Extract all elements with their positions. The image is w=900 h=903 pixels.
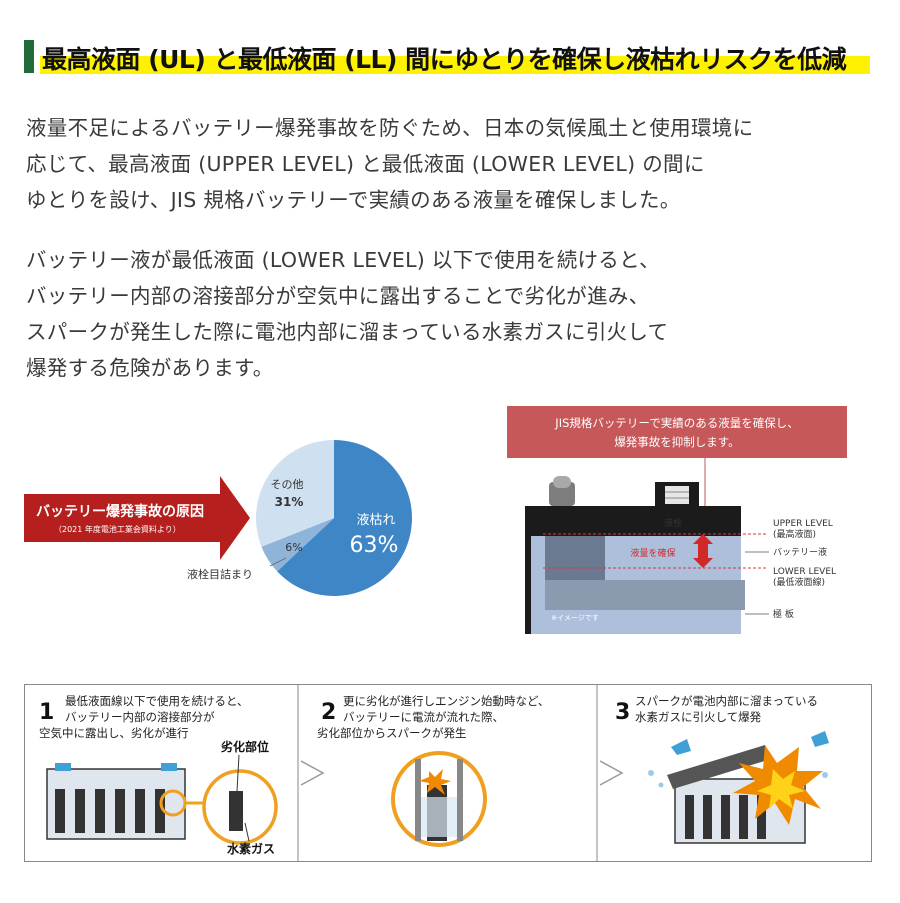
upper-level-label: UPPER LEVEL: [773, 519, 833, 529]
blown-lid: [667, 745, 771, 789]
spark-icon: [419, 769, 451, 795]
pie-label-other: その他: [271, 478, 304, 491]
fluid-label: バッテリー液: [773, 546, 827, 558]
step1-line: バッテリー内部の溶接部分が: [65, 710, 215, 724]
risk-line: バッテリー液が最低液面 (LOWER LEVEL) 以下で使用を続けると、: [26, 248, 660, 272]
step-arrow-icon: [300, 760, 325, 786]
pie-value-other: 31%: [275, 495, 304, 509]
gap-label: 液量を確保: [630, 547, 675, 559]
battery-wall: [525, 536, 531, 634]
risk-line: 爆発する危険があります。: [26, 356, 274, 380]
terminal-post: [549, 482, 575, 506]
step2-line: バッテリーに電流が流れた際、: [343, 710, 504, 724]
pie-value-main: 63%: [350, 533, 399, 558]
intro-paragraph: 液量不足によるバッテリー爆発事故を防ぐため、日本の気候風土と使用環境に 応じて、…: [26, 110, 866, 218]
step3-number: 3: [615, 700, 630, 725]
pie-slice: [277, 440, 412, 596]
step3-line: スパークが電池内部に溜まっている: [635, 694, 818, 708]
pie-slice: [261, 518, 334, 572]
banner-line2: 爆発事故を抑制します。: [614, 435, 739, 449]
lower-level-jp: (最低液面線): [773, 576, 825, 588]
strap: [545, 536, 605, 580]
banner-line1: JIS規格バッテリーで実績のある液量を確保し、: [554, 416, 798, 430]
pie-label-clog: 液栓目詰まり: [187, 567, 253, 581]
step2-line: 劣化部位からスパークが発生: [317, 726, 467, 740]
step-arrow-icon: [599, 760, 624, 786]
banner-box: [507, 406, 847, 458]
explosion-process-panel: 1 最低液面線以下で使用を続けると、 バッテリー内部の溶接部分が 空気中に露出し…: [24, 684, 872, 862]
cause-title: バッテリー爆発事故の原因: [36, 503, 204, 520]
step2-line: 更に劣化が進行しエンジン始動時など、: [343, 694, 549, 708]
pie-slice: [256, 440, 334, 547]
step1-line: 最低液面線以下で使用を続けると、: [65, 694, 249, 708]
cap-label: 液栓: [664, 517, 682, 529]
title-accent-bar: [24, 40, 34, 73]
vent-cap-inner: [665, 486, 689, 504]
plate-top: [545, 580, 745, 610]
title-highlight: [40, 56, 870, 74]
gap-arrow: [693, 534, 713, 568]
intro-line: 応じて、最高液面 (UPPER LEVEL) と最低液面 (LOWER LEVE…: [26, 152, 705, 176]
image-note: ※イメージです: [551, 614, 599, 622]
plate-label: 極 板: [773, 608, 794, 620]
intro-line: 液量不足によるバッテリー爆発事故を防ぐため、日本の気候風土と使用環境に: [26, 116, 754, 140]
step1-line: 空気中に露出し、劣化が進行: [39, 726, 189, 740]
pie-label-main: 液枯れ: [356, 513, 395, 528]
page-title: 最高液面 (UL) と最低液面 (LL) 間にゆとりを確保し液枯れリスクを低減: [42, 45, 847, 74]
step3-line: 水素ガスに引火して爆発: [635, 710, 762, 724]
step1-number: 1: [39, 700, 54, 725]
risk-line: スパークが発生した際に電池内部に溜まっている水素ガスに引火して: [26, 320, 669, 344]
pie-value-clog: 6%: [285, 541, 302, 554]
step1-label-a: 劣化部位: [221, 739, 269, 754]
upper-level-jp: (最高液面): [773, 528, 816, 540]
steps-svg: 1 最低液面線以下で使用を続けると、 バッテリー内部の溶接部分が 空気中に露出し…: [39, 685, 829, 861]
risk-line: バッテリー内部の溶接部分が空気中に露出することで劣化が進み、: [26, 284, 650, 308]
step1-label-b: 水素ガス: [227, 841, 275, 856]
pie-leader-line: [269, 557, 287, 567]
cause-pie-figure: バッテリー爆発事故の原因 （2021 年度電池工業会資料より） その他 31% …: [24, 440, 412, 596]
battery-lid: [525, 506, 741, 536]
battery-level-figure: JIS規格バッテリーで実績のある液量を確保し、 爆発事故を抑制します。 液栓 液…: [507, 406, 847, 634]
cause-source: （2021 年度電池工業会資料より）: [54, 524, 181, 534]
pie-chart: [256, 440, 412, 596]
terminal-top: [553, 476, 571, 488]
risk-paragraph: バッテリー液が最低液面 (LOWER LEVEL) 以下で使用を続けると、 バッ…: [26, 242, 866, 386]
cause-arrow: [24, 476, 250, 560]
step2-number: 2: [321, 700, 336, 725]
intro-line: ゆとりを設け、JIS 規格バッテリーで実績のある液量を確保しました。: [26, 188, 681, 212]
lower-level-label: LOWER LEVEL: [773, 567, 836, 577]
